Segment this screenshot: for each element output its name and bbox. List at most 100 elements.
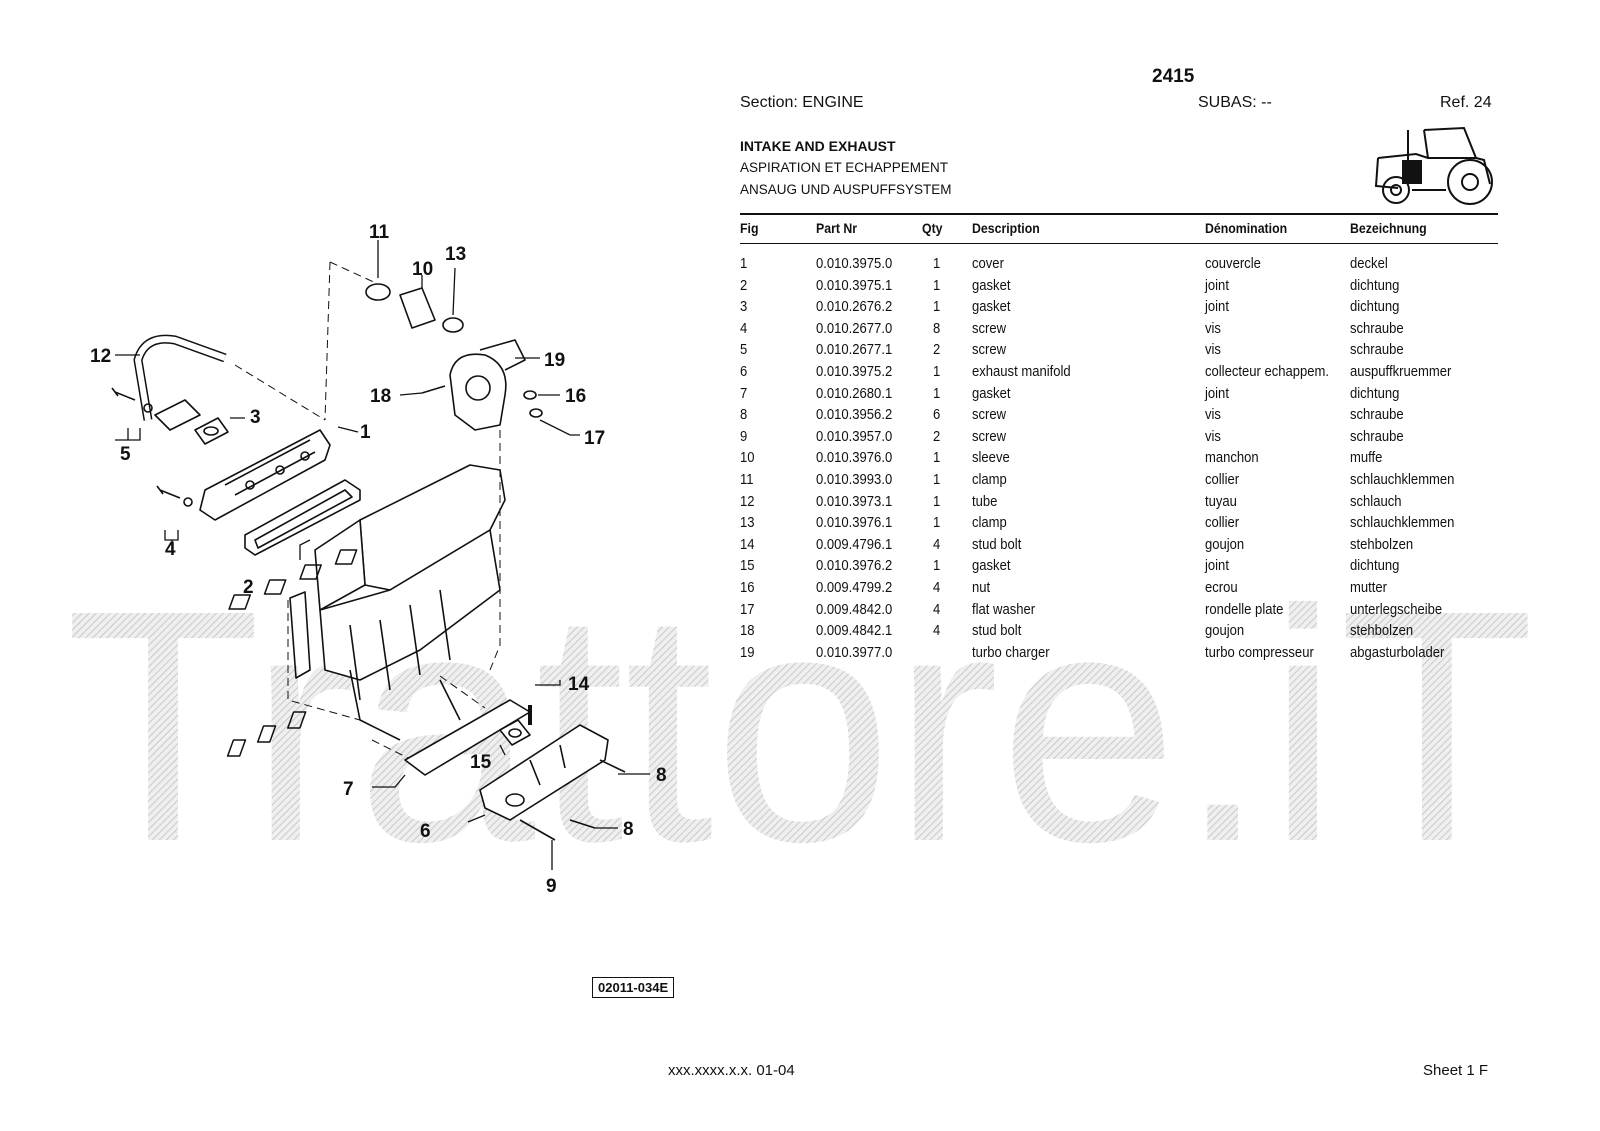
cell-description: screw [972, 320, 1007, 337]
cell-bezeichnung: schlauchklemmen [1350, 515, 1455, 532]
callout-4: 4 [165, 539, 176, 560]
cell-part-nr: 0.010.3973.1 [816, 493, 893, 510]
cell-fig: 8 [740, 407, 748, 424]
part-gasket-3 [194, 417, 229, 445]
cell-fig: 1 [740, 256, 748, 272]
cell-denomination: turbo compresseur [1205, 644, 1314, 661]
callout-8b: 8 [623, 819, 634, 840]
column-header-qty: Qty [922, 220, 943, 236]
callout-18: 18 [370, 386, 391, 407]
cell-description: sleeve [972, 450, 1010, 467]
cell-qty: 4 [933, 601, 941, 618]
cell-qty: 1 [933, 363, 941, 380]
cell-description: turbo charger [972, 644, 1050, 661]
callout-15: 15 [470, 752, 492, 773]
cell-description: exhaust manifold [972, 363, 1071, 380]
cell-denomination: tuyau [1205, 493, 1237, 510]
cell-denomination: collier [1205, 471, 1240, 488]
part-screw-8b [569, 819, 596, 829]
cell-bezeichnung: dichtung [1350, 385, 1400, 402]
callout-12: 12 [90, 346, 111, 367]
cell-part-nr: 0.010.3957.0 [816, 428, 893, 445]
callout-16: 16 [565, 386, 586, 407]
callout-14: 14 [568, 674, 590, 695]
callout-11: 11 [369, 222, 390, 243]
part-sleeve [399, 287, 436, 329]
cell-denomination: collier [1205, 515, 1240, 532]
cell-fig: 7 [740, 385, 748, 402]
cell-bezeichnung: stehbolzen [1350, 623, 1414, 640]
cell-bezeichnung: dichtung [1350, 558, 1400, 575]
watermark: Trattore.iT [65, 590, 1535, 870]
callout-9: 9 [546, 876, 557, 897]
cell-fig: 14 [740, 536, 755, 553]
cell-denomination: joint [1205, 385, 1229, 402]
cell-part-nr: 0.009.4796.1 [816, 536, 893, 553]
drawing-code: 02011-034E [592, 977, 675, 998]
cell-bezeichnung: dichtung [1350, 299, 1400, 316]
model-number: 2415 [1152, 66, 1195, 87]
cell-part-nr: 0.010.3975.0 [816, 256, 893, 272]
cell-part-nr: 0.010.3993.0 [816, 471, 893, 488]
cell-denomination: collecteur echappem. [1205, 363, 1330, 380]
ref-label: Ref. 24 [1440, 94, 1492, 111]
cell-bezeichnung: schraube [1350, 320, 1404, 337]
title-french: ASPIRATION ET ECHAPPEMENT [740, 160, 949, 175]
footer-code: xxx.xxxx.x.x. 01-04 [668, 1062, 795, 1079]
callout-13: 13 [445, 244, 466, 265]
exploded-parts-diagram: 1 2 3 4 5 6 7 8 8 9 10 11 12 13 14 15 16… [90, 222, 667, 897]
cell-description: stud bolt [972, 623, 1022, 640]
subas-label: SUBAS: -- [1198, 94, 1272, 111]
part-gasket-2 [244, 479, 361, 556]
cell-denomination: manchon [1205, 450, 1259, 467]
watermark-text: Trattore.iT [65, 590, 1535, 870]
part-screw-9 [519, 819, 556, 841]
cell-fig: 10 [740, 450, 755, 467]
cell-fig: 6 [740, 363, 748, 380]
cell-part-nr: 0.010.2680.1 [816, 385, 893, 402]
cell-fig: 5 [740, 342, 748, 359]
cell-qty: 4 [933, 536, 941, 553]
cell-description: gasket [972, 558, 1011, 575]
cell-fig: 2 [740, 277, 748, 294]
callout-1: 1 [360, 422, 371, 443]
cell-part-nr: 0.009.4799.2 [816, 579, 893, 596]
callout-2: 2 [243, 577, 254, 598]
cell-denomination: ecrou [1205, 579, 1238, 596]
cell-qty: 1 [933, 471, 941, 488]
cell-bezeichnung: schraube [1350, 428, 1404, 445]
cell-description: clamp [972, 515, 1007, 532]
cell-fig: 13 [740, 515, 755, 532]
cell-bezeichnung: schlauch [1350, 493, 1402, 510]
cell-description: screw [972, 342, 1007, 359]
callout-5: 5 [120, 444, 131, 465]
part-screw-8a [599, 759, 626, 773]
cell-description: tube [972, 493, 998, 510]
column-header-bezeichnung: Bezeichnung [1350, 220, 1427, 236]
cell-denomination: couvercle [1205, 256, 1261, 272]
engine-block [359, 464, 506, 591]
cell-part-nr: 0.009.4842.1 [816, 623, 893, 640]
cell-bezeichnung: muffe [1350, 450, 1383, 467]
column-header-denomination: Dénomination [1205, 220, 1288, 236]
cell-part-nr: 0.010.2677.0 [816, 320, 893, 337]
cell-fig: 9 [740, 428, 748, 445]
cell-part-nr: 0.010.3976.1 [816, 515, 893, 532]
cell-qty: 6 [933, 407, 941, 424]
cell-bezeichnung: deckel [1350, 256, 1388, 272]
cell-qty: 2 [933, 342, 941, 359]
section-label: Section: ENGINE [740, 94, 864, 111]
cell-denomination: vis [1205, 320, 1221, 337]
cell-bezeichnung: dichtung [1350, 277, 1400, 294]
cell-bezeichnung: schraube [1350, 407, 1404, 424]
